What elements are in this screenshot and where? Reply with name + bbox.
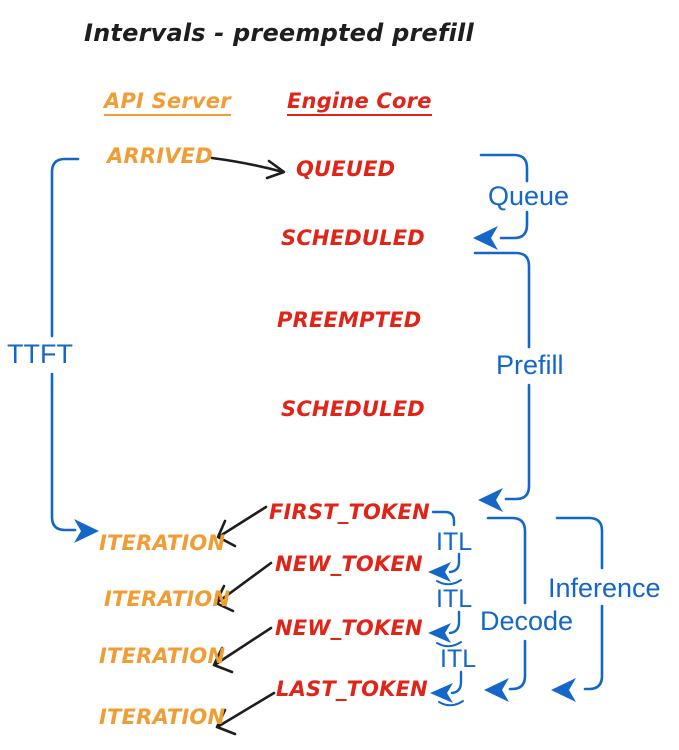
event-scheduled-2: SCHEDULED: [281, 397, 425, 421]
ttft-bracket: [52, 159, 99, 543]
interval-inference-label: Inference: [548, 573, 661, 603]
queue-bracket: [473, 155, 527, 250]
event-new-token-1: NEW_TOKEN: [275, 552, 423, 576]
event-iteration-3: ITERATION: [99, 644, 226, 668]
arrow-new-token-1-to-iteration: [216, 563, 271, 611]
diagram-title: Intervals - preempted prefill: [84, 19, 474, 47]
interval-queue-label: Queue: [488, 181, 570, 211]
event-preempted: PREEMPTED: [277, 308, 422, 332]
interval-prefill-label: Prefill: [496, 350, 564, 380]
arrow-first-token-to-iteration: [218, 507, 266, 546]
event-last-token: LAST_TOKEN: [276, 677, 428, 701]
arrow-new-token-2-to-iteration: [214, 628, 271, 672]
event-iteration-1: ITERATION: [99, 531, 226, 555]
event-arrived: ARRIVED: [107, 144, 213, 168]
decode-bracket: [484, 518, 525, 702]
event-new-token-2: NEW_TOKEN: [275, 616, 423, 640]
interval-decode-label: Decode: [480, 606, 574, 636]
interval-itl-3-label: ITL: [440, 645, 477, 673]
interval-ttft-label: TTFT: [7, 339, 73, 369]
api-server-column-header: API Server: [104, 89, 231, 117]
event-first-token: FIRST_TOKEN: [269, 500, 430, 524]
interval-itl-2-label: ITL: [436, 585, 473, 613]
event-queued: QUEUED: [296, 157, 396, 181]
itl-bracket-3: [430, 672, 463, 705]
event-iteration-2: ITERATION: [104, 587, 231, 611]
event-iteration-4: ITERATION: [99, 705, 226, 729]
engine-core-column-header: Engine Core: [287, 89, 432, 117]
itl-bracket-2: [428, 612, 461, 646]
interval-itl-1-label: ITL: [436, 528, 473, 556]
inference-bracket: [551, 518, 602, 702]
itl-bracket-1: [428, 512, 461, 584]
arrow-last-token-to-iteration: [217, 693, 274, 734]
prefill-bracket: [475, 253, 529, 512]
event-scheduled-1: SCHEDULED: [281, 226, 425, 250]
arrow-arrived-to-queued: [212, 158, 284, 178]
